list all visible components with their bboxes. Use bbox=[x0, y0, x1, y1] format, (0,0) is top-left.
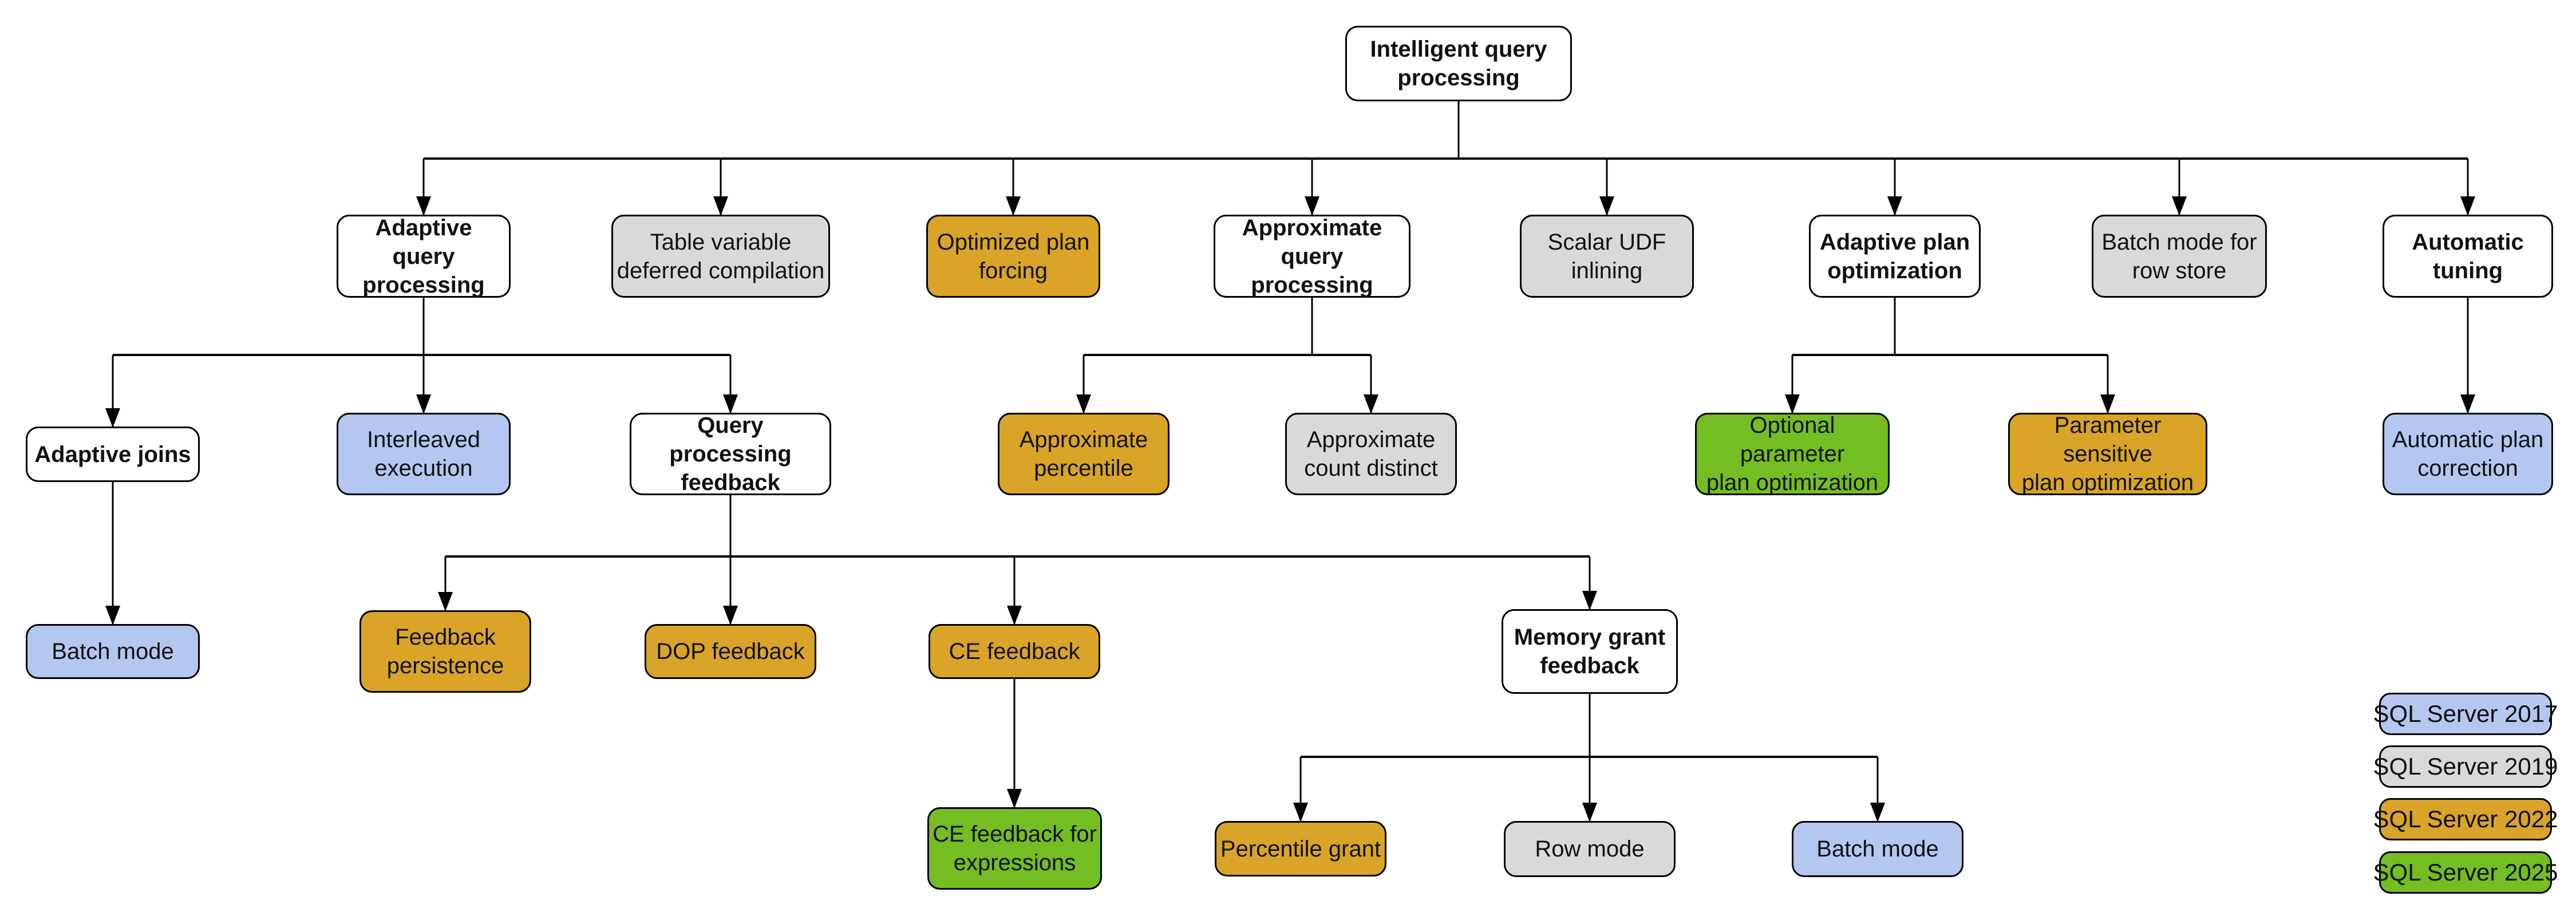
node-adaptive-joins: Adaptive joins bbox=[26, 427, 200, 482]
legend-sql-server-2025: SQL Server 2025 bbox=[2373, 851, 2558, 894]
node-batch-mode-adaptive-joins: Batch mode bbox=[26, 624, 200, 679]
node-parameter-sensitive-plan-optimization: Parameter sensitive plan optimization bbox=[2008, 413, 2207, 495]
node-approximate-percentile: Approximate percentile bbox=[998, 413, 1170, 495]
node-approximate-count-distinct: Approximate count distinct bbox=[1285, 413, 1457, 495]
node-optimized-plan-forcing: Optimized plan forcing bbox=[926, 215, 1100, 298]
legend-sql-server-2022: SQL Server 2022 bbox=[2373, 798, 2558, 840]
node-approximate-query-processing: Approximate query processing bbox=[1214, 215, 1411, 298]
node-interleaved-execution: Interleaved execution bbox=[337, 413, 511, 495]
node-dop-feedback: DOP feedback bbox=[645, 624, 816, 679]
node-batch-mode-for-row-store: Batch mode for row store bbox=[2092, 215, 2267, 298]
node-percentile-grant: Percentile grant bbox=[1215, 821, 1386, 876]
node-optional-parameter-plan-optimization: Optional parameter plan optimization bbox=[1695, 413, 1890, 495]
node-automatic-plan-correction: Automatic plan correction bbox=[2383, 413, 2553, 495]
node-batch-mode-memory-grant: Batch mode bbox=[1792, 821, 1963, 877]
node-query-processing-feedback: Query processing feedback bbox=[630, 413, 831, 495]
node-memory-grant-feedback: Memory grant feedback bbox=[1502, 609, 1678, 694]
node-adaptive-query-processing: Adaptive query processing bbox=[337, 215, 511, 298]
node-ce-feedback-for-expressions: CE feedback for expressions bbox=[927, 807, 1102, 890]
node-table-variable-deferred-compilation: Table variable deferred compilation bbox=[611, 215, 830, 298]
node-feedback-persistence: Feedback persistence bbox=[359, 610, 531, 693]
node-automatic-tuning: Automatic tuning bbox=[2383, 215, 2553, 298]
node-intelligent-query-processing: Intelligent query processing bbox=[1345, 26, 1572, 101]
legend-sql-server-2019: SQL Server 2019 bbox=[2373, 745, 2558, 788]
node-ce-feedback: CE feedback bbox=[929, 624, 1100, 679]
node-row-mode: Row mode bbox=[1504, 821, 1676, 877]
legend-sql-server-2017: SQL Server 2017 bbox=[2373, 693, 2558, 735]
node-adaptive-plan-optimization: Adaptive plan optimization bbox=[1809, 215, 1981, 298]
node-scalar-udf-inlining: Scalar UDF inlining bbox=[1520, 215, 1694, 298]
